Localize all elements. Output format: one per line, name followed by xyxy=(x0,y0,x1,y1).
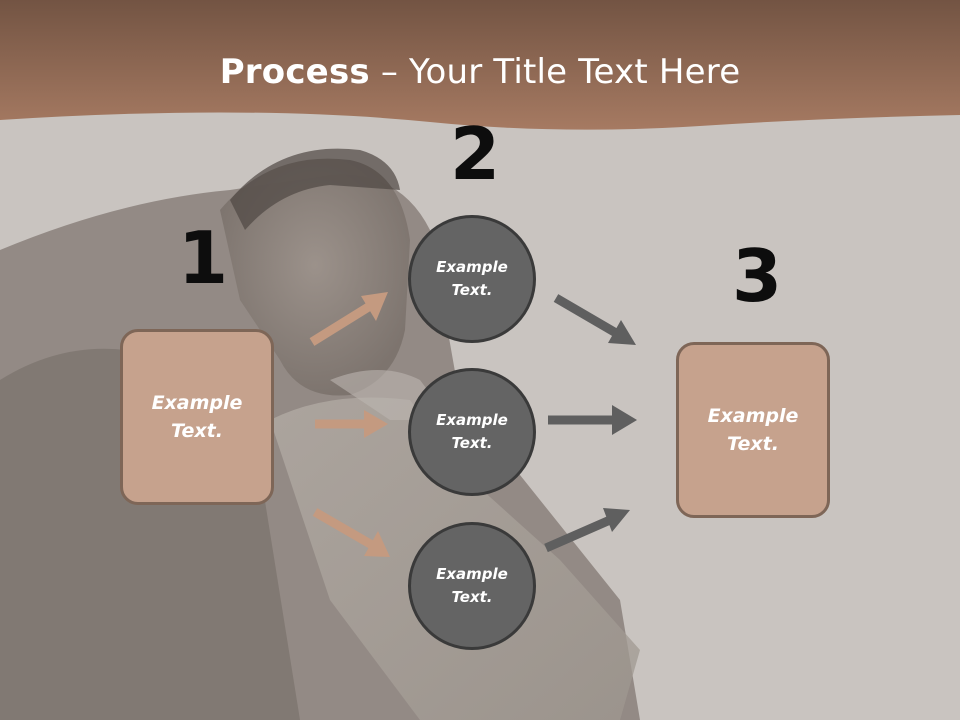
arrow-left-to-middle xyxy=(315,410,388,438)
arrow-bottom-to-right xyxy=(544,508,630,553)
step-number-3: 3 xyxy=(732,234,783,318)
circle-top-label: Example Text. xyxy=(436,257,508,299)
circle-bottom: Example Text. xyxy=(408,522,536,650)
arrow-middle-to-right xyxy=(548,405,637,435)
circle-middle: Example Text. xyxy=(408,368,536,496)
circle-middle-label: Example Text. xyxy=(436,410,508,452)
step-number-2: 2 xyxy=(450,112,501,196)
right-box: Example Text. xyxy=(676,342,830,518)
arrow-left-to-bottom xyxy=(312,508,390,557)
right-box-label: Example Text. xyxy=(707,404,799,456)
step-number-1: 1 xyxy=(178,216,229,300)
arrow-top-to-right xyxy=(553,294,636,345)
circle-bottom-label: Example Text. xyxy=(436,564,508,606)
left-box: Example Text. xyxy=(120,329,274,505)
title-bold: Process xyxy=(219,52,370,92)
title-rest: – Your Title Text Here xyxy=(369,52,741,92)
left-box-label: Example Text. xyxy=(151,391,243,443)
page-title: Process – Your Title Text Here xyxy=(0,52,960,92)
circle-top: Example Text. xyxy=(408,215,536,343)
arrow-left-to-top xyxy=(309,292,388,346)
header-band xyxy=(0,0,960,130)
